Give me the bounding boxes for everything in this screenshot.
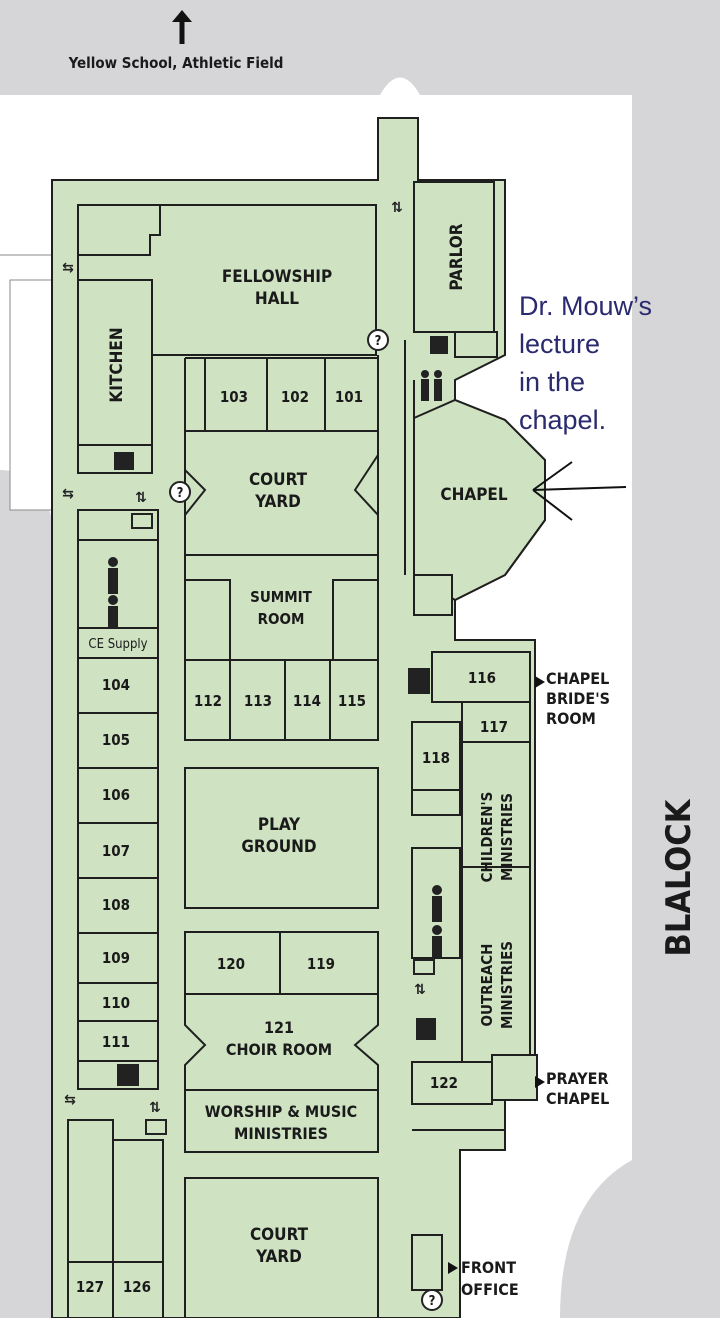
label-112: 112 (194, 692, 222, 710)
childrens-ministries (461, 741, 531, 868)
outreach-ministries (461, 866, 531, 1063)
label-111: 111 (102, 1033, 130, 1051)
label-113: 113 (244, 692, 272, 710)
svg-text:?: ? (375, 334, 382, 349)
svg-text:?: ? (429, 1294, 436, 1309)
label-115: 115 (338, 692, 366, 710)
room-110 (77, 982, 159, 1022)
top-label: Yellow School, Athletic Field (68, 54, 284, 72)
label-117: 117 (480, 718, 508, 736)
label-parlor: PARLOR (447, 223, 467, 290)
label-114: 114 (293, 692, 321, 710)
road-curve-southeast (560, 1160, 632, 1318)
label-101: 101 (335, 388, 363, 406)
svg-text:⇅: ⇅ (391, 200, 403, 216)
room-111 (77, 1020, 159, 1062)
room-126 (112, 1261, 164, 1318)
label-120: 120 (217, 955, 245, 973)
label-102: 102 (281, 388, 309, 406)
prayer-chapel-room (491, 1054, 538, 1101)
room-108 (77, 877, 159, 934)
svg-text:⇆: ⇆ (62, 260, 74, 276)
road-curve-west (0, 470, 52, 1318)
svg-text:⇅: ⇅ (149, 1100, 161, 1116)
svg-text:⇆: ⇆ (64, 1092, 76, 1108)
label-119: 119 (307, 955, 335, 973)
svg-text:⇆: ⇆ (62, 486, 74, 502)
court-yard-south (184, 1177, 379, 1318)
parking-lot-north (0, 0, 632, 95)
room-116 (431, 651, 531, 703)
label-126: 126 (123, 1278, 151, 1296)
room-115 (329, 659, 379, 741)
kitchen-room (77, 279, 153, 446)
room-101 (324, 357, 379, 432)
label-ce-supply: CE Supply (88, 637, 147, 652)
room-120 (184, 931, 281, 995)
worship-music-ministries (184, 1089, 379, 1153)
door-arrows-icon: ⇅ ⇆ ⇆ ⇅ ⇅ ⇆ ⇅ (62, 200, 426, 1116)
label-118: 118 (422, 749, 450, 767)
stairs-icon (131, 513, 435, 1135)
room-119 (279, 931, 379, 995)
room-102 (266, 357, 326, 432)
blalock-road (632, 0, 720, 1318)
restroom-icon (108, 370, 442, 958)
pointer-arrow-icon (532, 461, 627, 521)
room-127 (67, 1261, 114, 1318)
room-114 (284, 659, 331, 741)
room-122 (411, 1061, 493, 1105)
label-105: 105 (102, 731, 130, 749)
label-103: 103 (220, 388, 248, 406)
street-label-blalock: BLALOCK (659, 798, 699, 956)
lecture-annotation: Dr. Mouw’s lecture in the chapel. (519, 291, 653, 435)
svg-text:?: ? (177, 486, 184, 501)
svg-text:⇅: ⇅ (135, 490, 147, 506)
room-107 (77, 822, 159, 879)
svg-text:⇅: ⇅ (414, 982, 426, 998)
label-104: 104 (102, 676, 130, 694)
label-108: 108 (102, 896, 130, 914)
label-109: 109 (102, 949, 130, 967)
label-106: 106 (102, 786, 130, 804)
label-chapel: CHAPEL (440, 485, 508, 505)
label-kitchen: KITCHEN (107, 327, 127, 402)
elevator-icon (114, 336, 448, 1086)
room-117 (461, 701, 531, 743)
label-110: 110 (102, 994, 130, 1012)
label-107: 107 (102, 842, 130, 860)
info-icon (169, 329, 443, 1311)
north-arrow-icon (172, 10, 192, 44)
play-ground (184, 767, 379, 909)
label-127: 127 (76, 1278, 104, 1296)
outbuilding (9, 279, 53, 511)
label-122: 122 (430, 1074, 458, 1092)
label-116: 116 (468, 669, 496, 687)
